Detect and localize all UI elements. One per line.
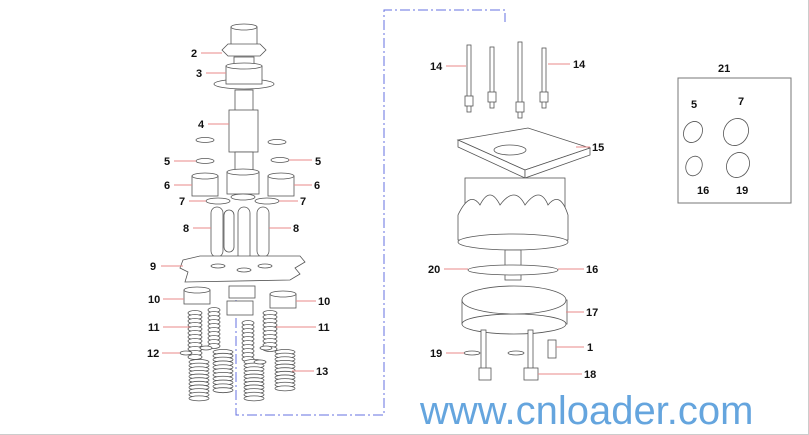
label-14: 14 bbox=[430, 61, 443, 73]
label-13: 13 bbox=[316, 366, 328, 378]
label-16: 16 bbox=[586, 264, 598, 276]
part-labels: 2 3 4 5 5 6 6 7 7 8 8 9 10 10 11 11 12 1… bbox=[147, 48, 604, 381]
label-11: 11 bbox=[148, 322, 160, 334]
label-7: 7 bbox=[179, 196, 185, 208]
part-12-washer bbox=[179, 350, 193, 356]
part-14-bolt-collar bbox=[464, 95, 474, 107]
part-18-pin-head bbox=[478, 367, 492, 381]
part-14-bolt bbox=[541, 47, 547, 109]
part-14-bolt bbox=[466, 44, 472, 113]
watermark: www.cnloader.com bbox=[419, 389, 753, 433]
part-5-ring-left bbox=[195, 158, 215, 164]
label-6: 6 bbox=[314, 180, 320, 192]
label-6: 6 bbox=[164, 180, 170, 192]
housing-body bbox=[457, 194, 569, 241]
label-11: 11 bbox=[318, 322, 330, 334]
inset-item: 5 bbox=[691, 99, 697, 111]
label-12: 12 bbox=[147, 348, 159, 360]
label-7: 7 bbox=[300, 196, 306, 208]
part-11-spring bbox=[187, 354, 203, 360]
part-14-bolt bbox=[517, 41, 523, 119]
part-8-plunger bbox=[210, 206, 224, 258]
label-2: 2 bbox=[191, 48, 197, 60]
part-4-spool bbox=[228, 109, 259, 153]
part-14-bolt bbox=[489, 46, 495, 109]
inset-item: 19 bbox=[736, 185, 748, 197]
label-8: 8 bbox=[183, 223, 189, 235]
label-4: 4 bbox=[198, 119, 205, 131]
label-8: 8 bbox=[293, 223, 299, 235]
part-13-spring bbox=[188, 395, 210, 402]
inset-item: 16 bbox=[697, 185, 709, 197]
left-assembly bbox=[179, 23, 306, 402]
bolts bbox=[464, 41, 549, 119]
label-17: 17 bbox=[586, 307, 598, 319]
part-14-bolt-collar bbox=[515, 101, 525, 113]
part-14-bolt-collar bbox=[539, 91, 549, 103]
label-18: 18 bbox=[584, 369, 596, 381]
label-15: 15 bbox=[592, 142, 604, 154]
label-5: 5 bbox=[315, 156, 321, 168]
inset-title: 21 bbox=[718, 63, 730, 75]
label-9: 9 bbox=[150, 261, 156, 273]
springs bbox=[187, 307, 296, 402]
inset-kit-21: 21 5 7 16 19 bbox=[677, 63, 792, 204]
part-13-spring bbox=[243, 395, 265, 402]
part-5-ring-right bbox=[270, 157, 290, 163]
label-1: 1 bbox=[587, 342, 593, 354]
part-13-spring bbox=[274, 385, 296, 392]
label-5: 5 bbox=[164, 156, 170, 168]
part-13-spring bbox=[212, 387, 234, 394]
right-assembly bbox=[456, 41, 592, 381]
part-2-nut bbox=[221, 43, 267, 57]
leader-lines bbox=[161, 52, 590, 375]
label-20: 20 bbox=[428, 264, 440, 276]
label-14: 14 bbox=[573, 59, 586, 71]
label-3: 3 bbox=[196, 68, 202, 80]
assembly-link-line bbox=[235, 9, 506, 416]
label-19: 19 bbox=[430, 348, 442, 360]
inset-item: 7 bbox=[738, 96, 744, 108]
part-20-seal bbox=[467, 264, 559, 276]
label-10: 10 bbox=[148, 294, 160, 306]
part-1-pin bbox=[547, 339, 557, 359]
label-10: 10 bbox=[318, 296, 330, 308]
part-14-bolt-collar bbox=[487, 91, 497, 103]
